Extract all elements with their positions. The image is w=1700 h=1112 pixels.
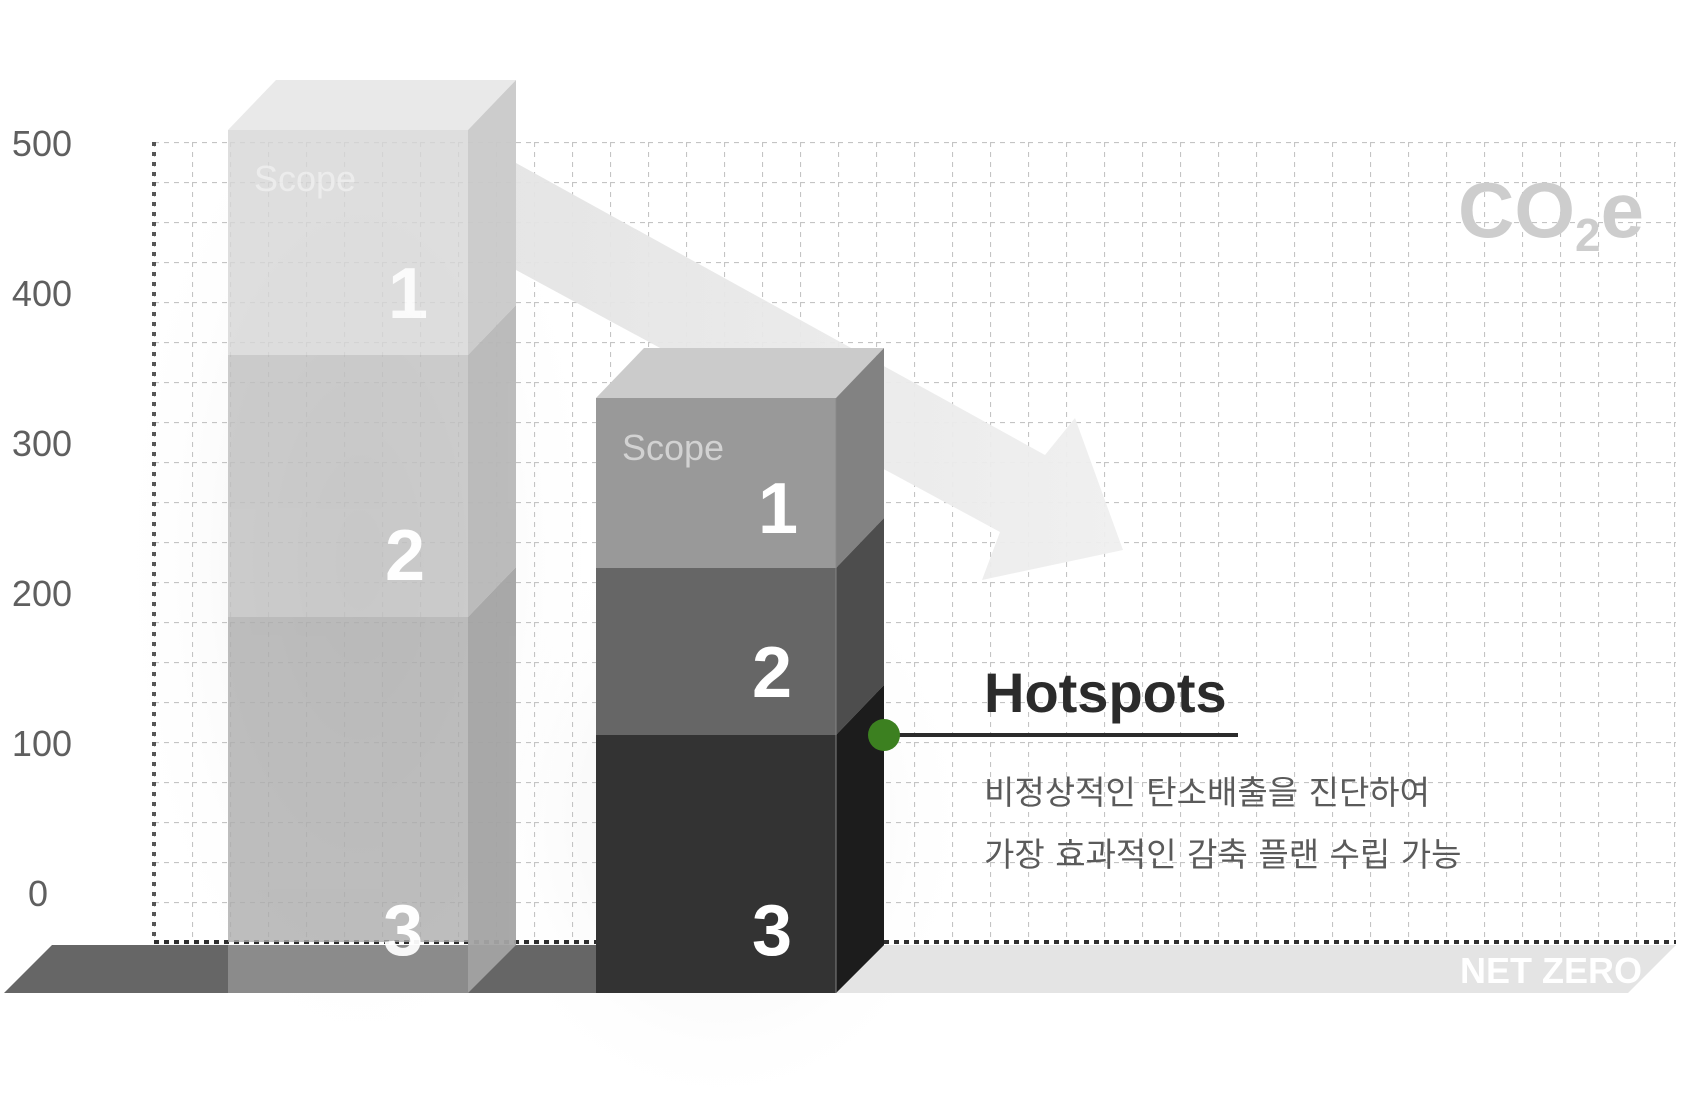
- y-axis-labels: 500 400 300 200 100 0: [12, 123, 72, 914]
- bar1-side-scope3: [468, 567, 516, 993]
- bar-before: Scope 1 2 3: [228, 80, 516, 993]
- hotspot-desc-line2: 가장 효과적인 감축 플랜 수립 가능: [984, 835, 1462, 874]
- bar2-scope3-num: 3: [752, 891, 792, 971]
- bar1-scope1-num: 1: [388, 254, 428, 334]
- unit-label: CO2e: [1458, 166, 1644, 261]
- bar2-scope2[interactable]: [596, 568, 836, 735]
- bar1-top-face: [228, 80, 516, 130]
- bar2-scope1[interactable]: [596, 398, 836, 568]
- net-zero-band: [836, 945, 1676, 993]
- hotspot-marker-icon[interactable]: [868, 719, 900, 751]
- bar2-side-scope2: [836, 518, 884, 735]
- bar1-base: [228, 945, 468, 993]
- bar1-scope-word: Scope: [254, 158, 356, 199]
- y-label-200: 200: [12, 573, 72, 614]
- bar1-scope2-num: 2: [385, 516, 425, 596]
- y-label-0: 0: [28, 873, 48, 914]
- y-label-400: 400: [12, 273, 72, 314]
- bar2-scope2-num: 2: [752, 633, 792, 713]
- hotspot-title: Hotspots: [984, 661, 1227, 724]
- bar2-side-scope3: [836, 685, 884, 993]
- bar2-side-scope1: [836, 348, 884, 568]
- bar-after: Scope 1 2 3: [596, 348, 884, 993]
- bar1-side-scope2: [468, 305, 516, 617]
- bar2-scope1-num: 1: [758, 469, 798, 549]
- bar1-side-scope1: [468, 80, 516, 355]
- bar2-scope-word: Scope: [622, 427, 724, 468]
- bar1-scope1[interactable]: [228, 130, 468, 355]
- hotspot-desc-line1: 비정상적인 탄소배출을 진단하여: [984, 773, 1430, 812]
- bar1-scope2[interactable]: [228, 355, 468, 617]
- bar1-scope3-num: 3: [383, 891, 423, 971]
- y-label-500: 500: [12, 123, 72, 164]
- bar2-top-face: [596, 348, 884, 398]
- bar2-scope3[interactable]: [596, 735, 836, 993]
- bar1-scope3[interactable]: [228, 617, 468, 942]
- hotspot-callout: Hotspots 비정상적인 탄소배출을 진단하여 가장 효과적인 감축 플랜 …: [868, 661, 1462, 874]
- y-label-300: 300: [12, 423, 72, 464]
- net-zero-label: NET ZERO: [1460, 950, 1642, 991]
- y-label-100: 100: [12, 723, 72, 764]
